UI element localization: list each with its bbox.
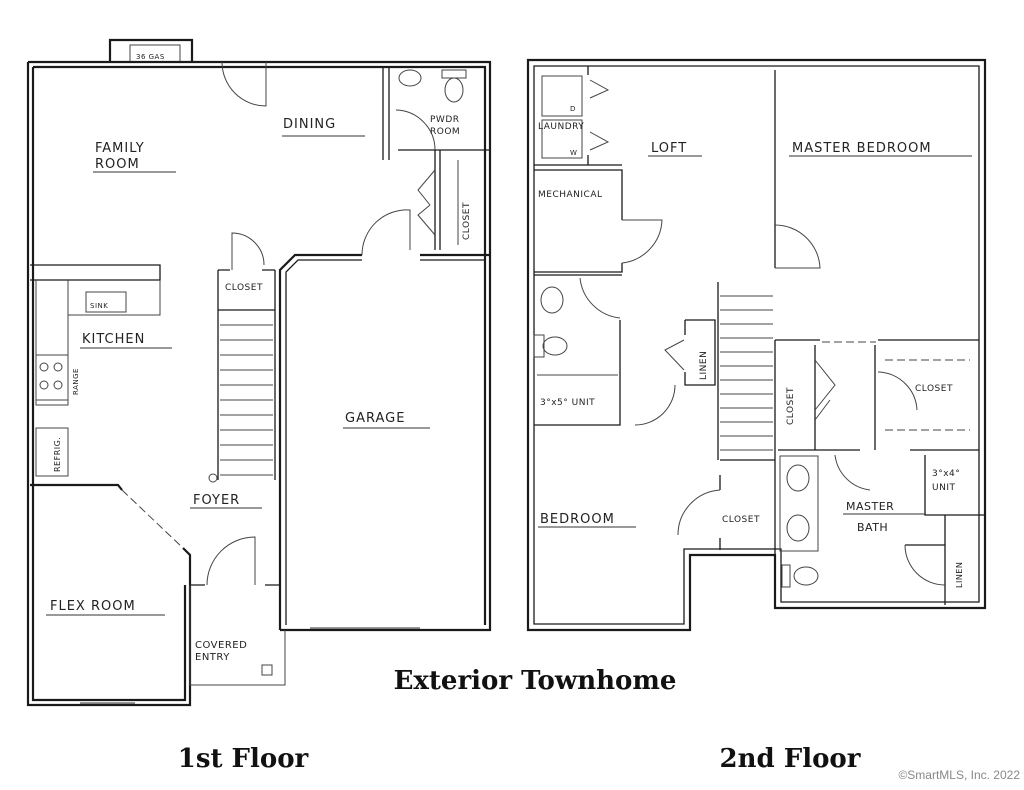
label-closet-bedroom: CLOSET	[722, 515, 760, 525]
hall-bath-walls	[534, 274, 622, 426]
label-sink: SINK	[90, 302, 108, 310]
linen-hall-walls	[684, 319, 716, 386]
label-master-bath-2: BATH	[857, 521, 888, 534]
label-refrig: REFRIG.	[53, 437, 62, 472]
label-laundry: LAUNDRY	[538, 122, 584, 132]
label-unit-34: 3°x4°	[932, 469, 960, 479]
label-range: RANGE	[72, 368, 80, 395]
label-flex-room: FLEX ROOM	[50, 599, 136, 614]
second-floor-plan: LAUNDRY D W LOFT MASTER BEDROOM MECHANIC…	[526, 58, 987, 632]
exterior-wall	[28, 60, 492, 632]
flex-room-wall	[30, 483, 123, 491]
mechanical-walls	[534, 169, 623, 273]
label-closet-hall: CLOSET	[462, 202, 472, 240]
first-floor-caption: 1st Floor	[178, 744, 309, 774]
label-bedroom: BEDROOM	[540, 512, 615, 527]
label-fireplace: 36 GAS	[136, 53, 165, 61]
label-pwdr-room: ROOM	[430, 127, 460, 137]
master-bath-walls	[905, 455, 985, 605]
label-linen-bath: LINEN	[955, 562, 964, 588]
label-closet-stairs: CLOSET	[225, 283, 263, 293]
label-family-room: FAMILY	[95, 141, 145, 156]
laundry-walls	[534, 66, 622, 166]
label-pwdr: PWDR	[430, 115, 460, 125]
bedroom-closet-walls	[719, 459, 775, 550]
label-linen-hall: LINEN	[699, 351, 709, 380]
plan-title: Exterior Townhome	[394, 666, 677, 696]
label-washer: W	[570, 149, 577, 157]
garage-wall	[278, 253, 490, 630]
label-master-bedroom: MASTER BEDROOM	[792, 141, 932, 156]
powder-room-walls	[382, 67, 490, 250]
label-dryer: D	[570, 105, 576, 113]
label-unit-34-2: UNIT	[932, 483, 955, 493]
label-family-room-2: ROOM	[95, 157, 140, 172]
stairs-first	[217, 269, 276, 480]
label-master-bath: MASTER	[846, 500, 894, 513]
stairs-second	[717, 70, 776, 555]
fireplace	[108, 38, 194, 62]
label-covered: COVERED	[195, 640, 247, 651]
master-closets-walls	[778, 345, 979, 451]
label-foyer: FOYER	[193, 493, 240, 508]
label-dining: DINING	[283, 117, 336, 132]
copyright: ©SmartMLS, Inc. 2022	[898, 768, 1020, 782]
covered-entry-walls	[190, 584, 281, 630]
second-floor-caption: 2nd Floor	[720, 744, 861, 774]
kitchen-counter	[30, 264, 161, 281]
first-floor-plan: FAMILY ROOM DINING PWDR ROOM CLOSET CLOS…	[26, 38, 492, 707]
label-garage: GARAGE	[345, 411, 405, 426]
label-closet-master-v: CLOSET	[786, 387, 796, 425]
label-entry: ENTRY	[195, 652, 230, 663]
label-loft: LOFT	[651, 141, 687, 156]
label-closet-master: CLOSET	[915, 384, 953, 394]
label-unit-35: 3°x5° UNIT	[540, 398, 595, 408]
label-mechanical: MECHANICAL	[538, 190, 603, 200]
label-kitchen: KITCHEN	[82, 332, 145, 347]
